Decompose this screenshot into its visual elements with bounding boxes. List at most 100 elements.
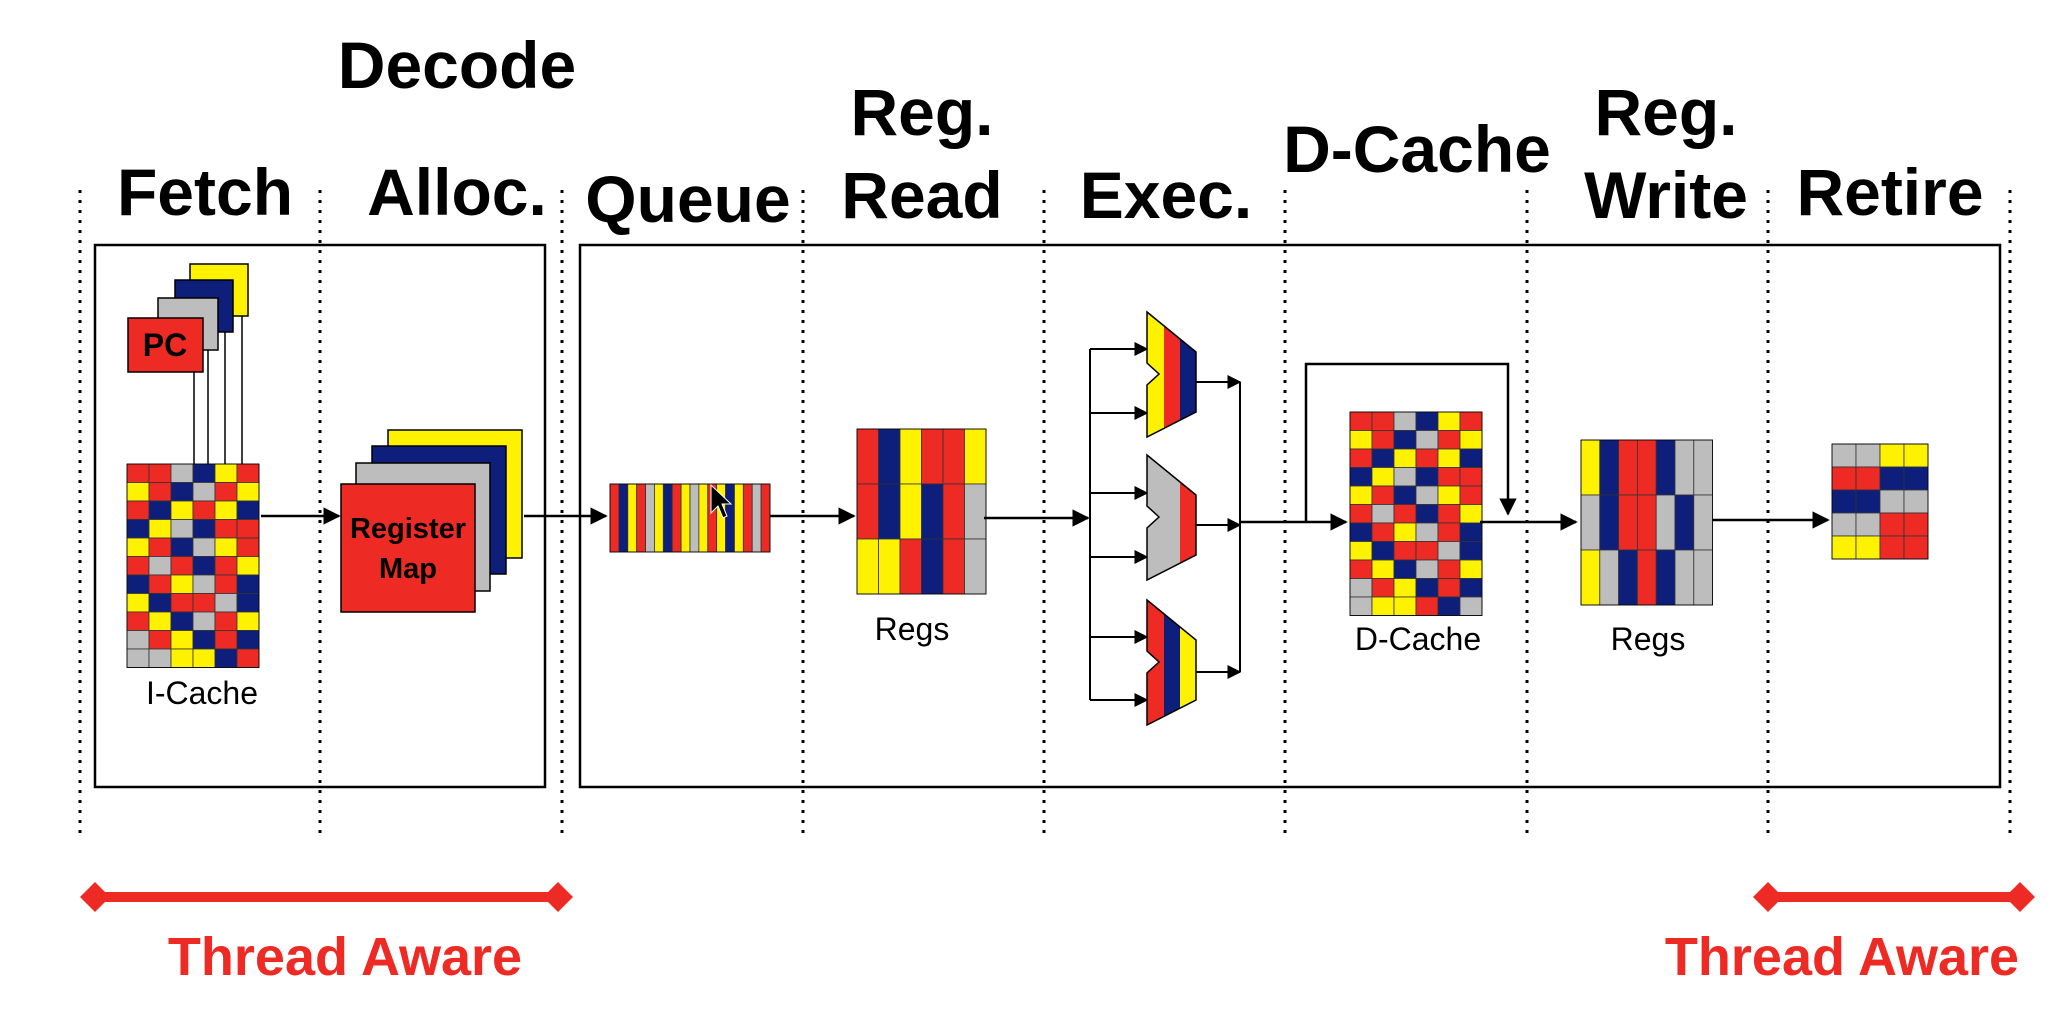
dcache-cell [1415, 430, 1439, 450]
retire-cell [1903, 466, 1929, 491]
icache-cell [148, 648, 172, 668]
icache-cell [192, 500, 216, 520]
icache-cell [148, 611, 172, 631]
thread-aware-right: Thread Aware [1665, 882, 2035, 987]
diamond-end-icon [1753, 882, 1783, 912]
icache-cell [126, 500, 150, 520]
retire-cell [1855, 535, 1881, 560]
dcache-cell [1371, 467, 1395, 487]
stage-title-retire: Retire [1796, 155, 1983, 229]
retire-cell [1855, 443, 1881, 468]
dcache-cell [1459, 522, 1483, 542]
thread-aware-label-right: Thread Aware [1665, 927, 2019, 987]
retire-cell-border [1831, 443, 1929, 560]
retire-cell [1831, 535, 1857, 560]
dcache-cell [1415, 522, 1439, 542]
icache-cell [236, 556, 260, 576]
retire-cell [1879, 489, 1905, 514]
icache-cell [148, 574, 172, 594]
icache-cell [126, 574, 150, 594]
icache-cell [214, 519, 238, 539]
stage-title-reg-write-bottom: Write [1584, 158, 1748, 232]
pc-register [127, 317, 204, 373]
regs-read-cell [856, 483, 879, 540]
stage-dividers [78, 190, 2012, 840]
icache-cell [236, 463, 260, 483]
dcache-cell [1349, 430, 1373, 450]
regs-read-cell [899, 428, 922, 485]
retire-buffer [1831, 443, 1929, 560]
dcache-cell [1437, 448, 1461, 468]
icache-cell [126, 463, 150, 483]
icache-cell [126, 648, 150, 668]
regs-write-cell [1655, 494, 1676, 551]
dcache-cell [1437, 578, 1461, 598]
retire-cell [1831, 489, 1857, 514]
regs-write-cell [1693, 549, 1714, 606]
stage-titles: Fetch Decode Alloc. Queue Reg. Read Exec… [117, 28, 1984, 236]
stage-title-reg-read-top: Reg. [850, 75, 993, 149]
retire-cell [1831, 443, 1857, 468]
register-map-label-bottom: Map [379, 553, 437, 585]
icache-cell [192, 556, 216, 576]
register-map-label-top: Register [350, 513, 466, 545]
icache-cell [236, 482, 260, 502]
regs-read-label: Regs [875, 611, 950, 647]
stage-title-queue: Queue [585, 162, 790, 236]
diamond-end-icon [2005, 882, 2035, 912]
regs-read-cell [921, 483, 944, 540]
dcache-cell [1437, 430, 1461, 450]
register-map [340, 483, 476, 613]
dcache-cell [1371, 504, 1395, 524]
dcache-cell [1459, 467, 1483, 487]
icache-cell [214, 537, 238, 557]
icache-cell [170, 556, 194, 576]
stage-title-fetch: Fetch [117, 155, 293, 229]
icache-cell [126, 556, 150, 576]
dcache-cell [1415, 448, 1439, 468]
icache-label: I-Cache [146, 675, 258, 711]
stage-title-alloc: Alloc. [367, 155, 547, 229]
regs-read-cell [921, 538, 944, 595]
icache-cell [214, 593, 238, 613]
dcache-cell [1349, 578, 1373, 598]
pc-stack: PC [127, 263, 249, 464]
stage-title-decode: Decode [338, 28, 576, 102]
regs-write-cell [1618, 494, 1638, 551]
regs-write-cell [1674, 439, 1695, 496]
queue-slot [698, 483, 709, 553]
regs-write-cell [1637, 494, 1657, 551]
icache-cell [170, 500, 194, 520]
icache-cell [126, 482, 150, 502]
dcache-cell [1459, 541, 1483, 561]
icache-cell [170, 648, 194, 668]
icache-cell [236, 537, 260, 557]
icache-cell [148, 482, 172, 502]
regs-read-cell-border [856, 428, 987, 595]
regs-write-cell [1618, 549, 1638, 606]
dcache-cell [1437, 504, 1461, 524]
icache-cell [170, 537, 194, 557]
dcache-grid [1349, 411, 1483, 616]
dcache-cell [1371, 448, 1395, 468]
dcache-cell [1393, 411, 1417, 431]
dcache-cell [1415, 541, 1439, 561]
queue-slot [618, 483, 629, 553]
dcache-cell [1437, 559, 1461, 579]
register-file-write [1580, 439, 1714, 606]
alu-2 [1146, 453, 1197, 582]
issue-queue [609, 483, 771, 553]
icache-grid [126, 463, 260, 668]
retire-cell [1831, 512, 1857, 537]
regs-write-cell [1693, 439, 1714, 496]
dcache-cell [1415, 578, 1439, 598]
regs-read-cell [878, 538, 901, 595]
queue-slot [662, 483, 673, 553]
regs-write-cell [1580, 549, 1601, 606]
icache-cell [214, 648, 238, 668]
dcache-cell [1415, 559, 1439, 579]
queue-slot [760, 483, 771, 553]
arrow-dcache-bypass [1304, 362, 1517, 522]
thread-aware-label-left: Thread Aware [168, 927, 522, 987]
